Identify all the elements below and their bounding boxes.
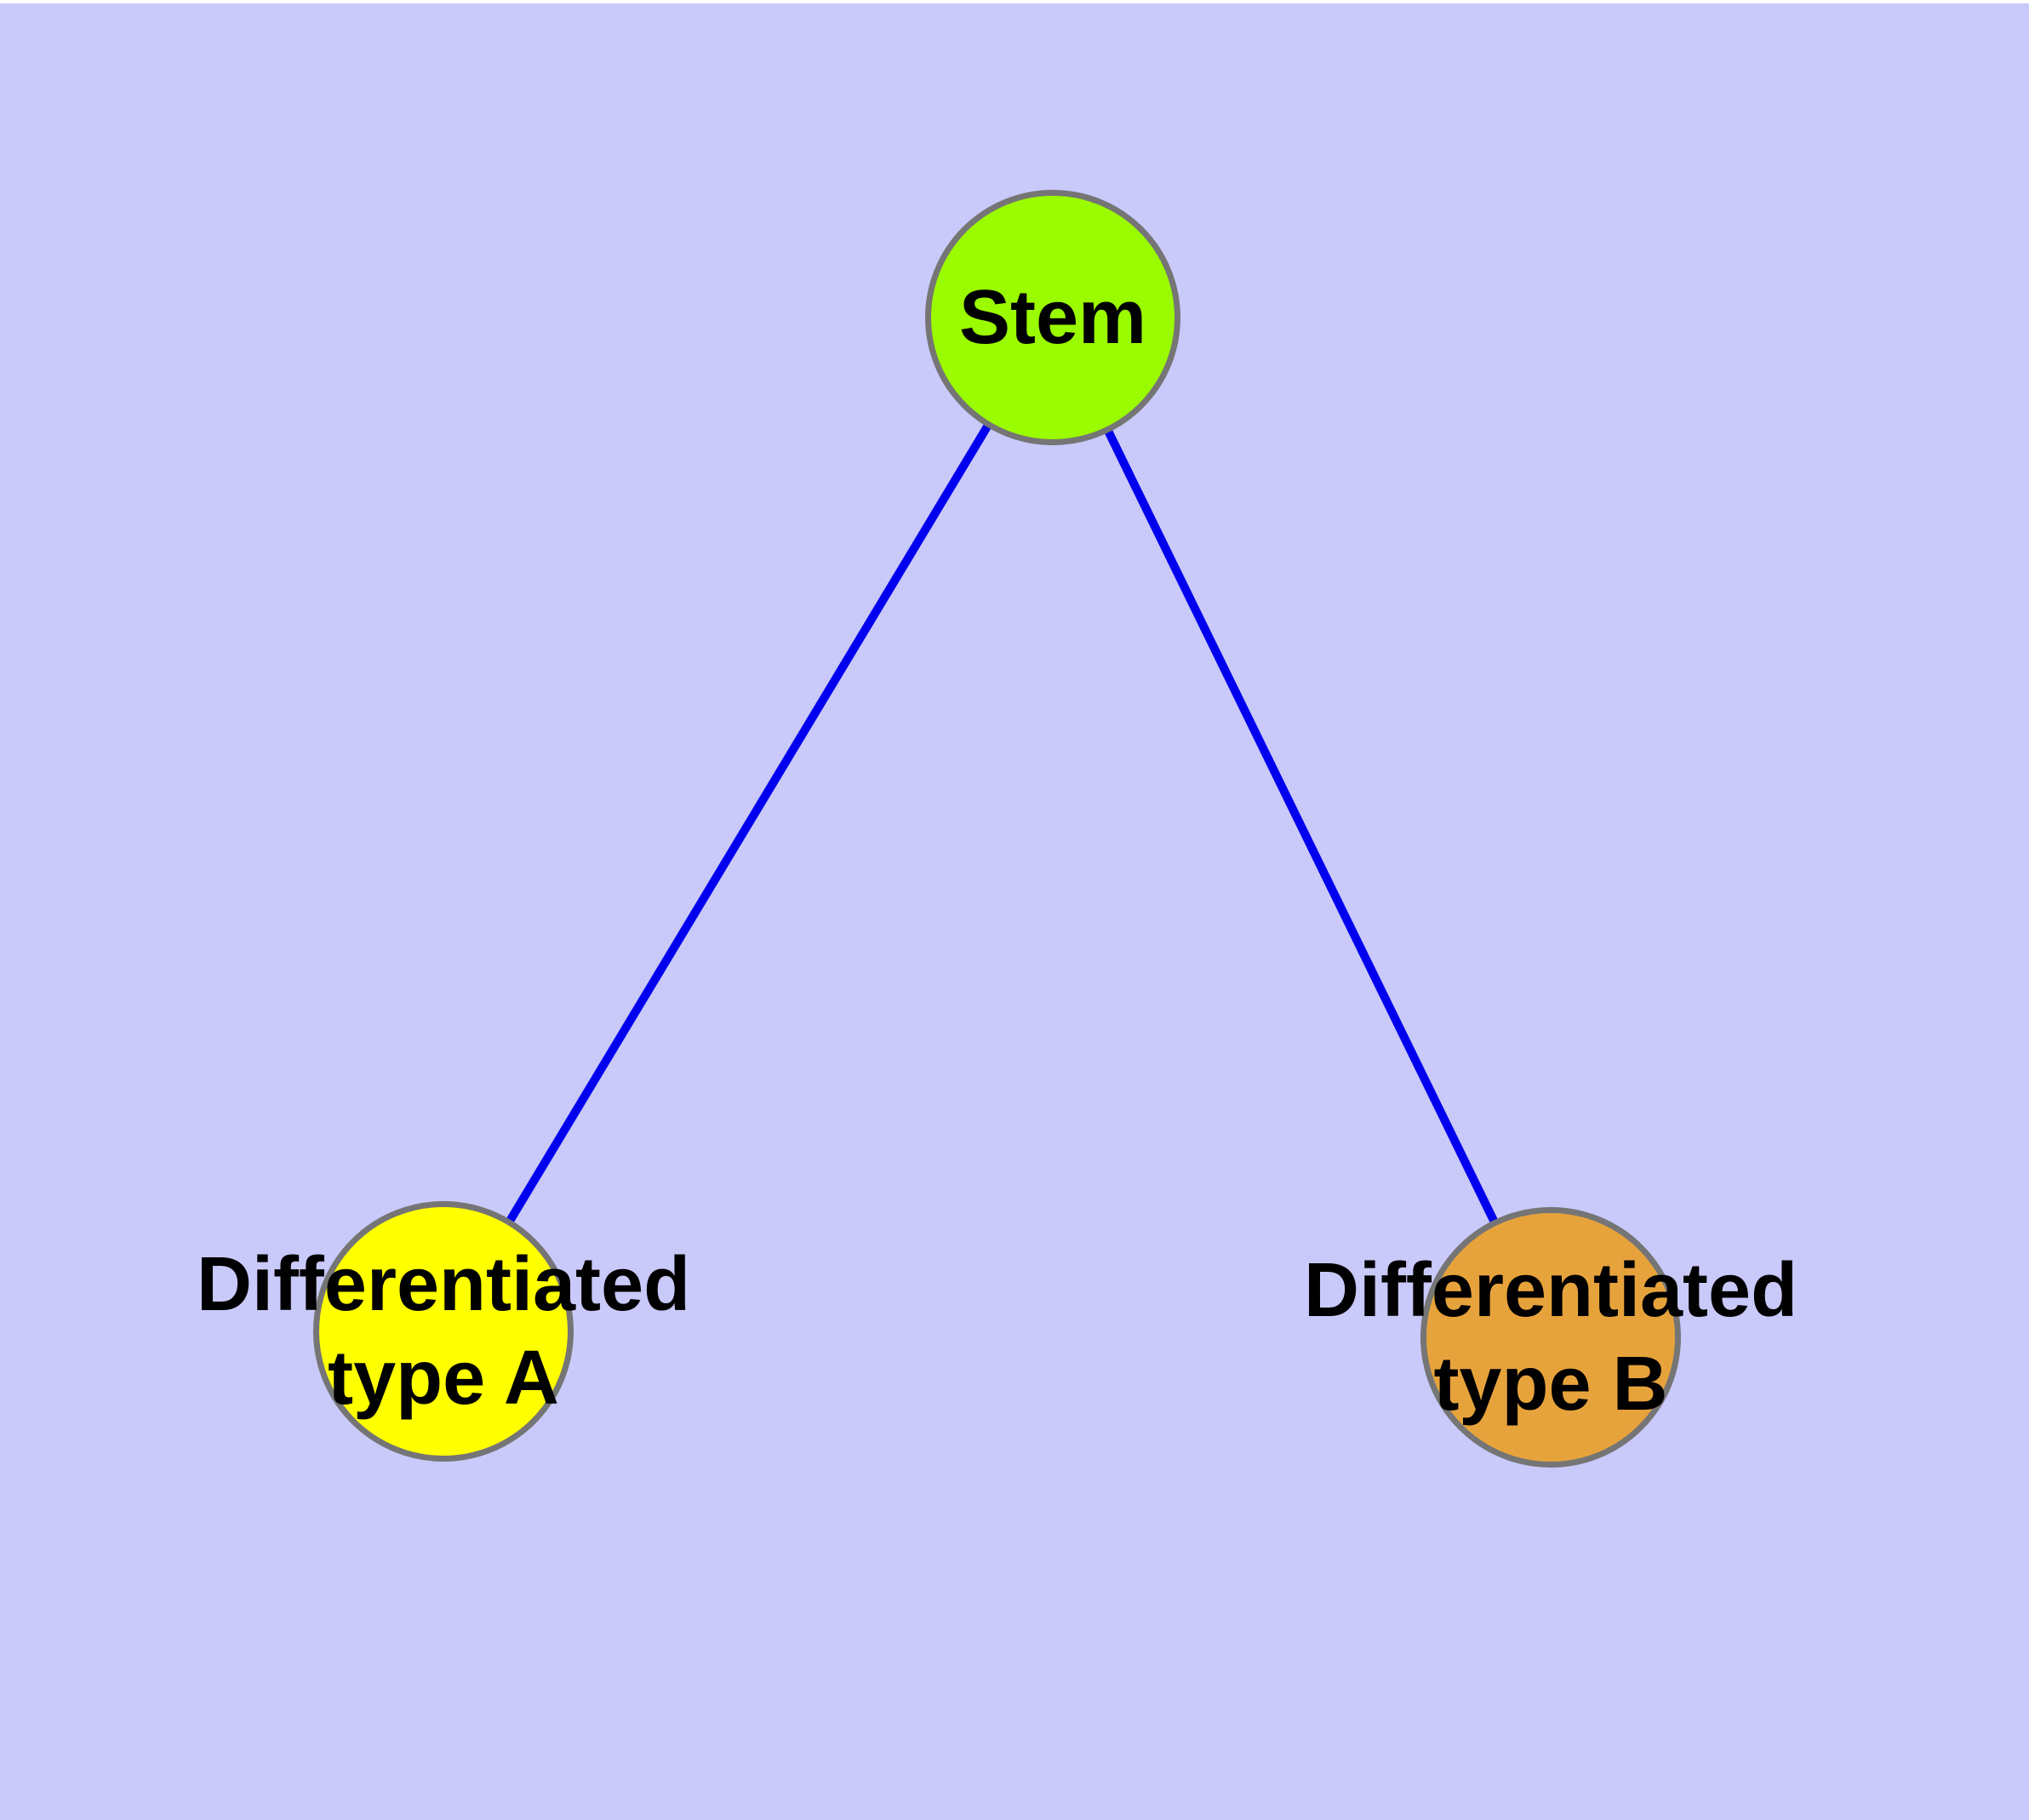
edge-stem-to-type-a bbox=[439, 315, 1057, 1334]
top-edge-strip bbox=[0, 0, 2029, 3]
node-differentiated-type-a-circle bbox=[313, 1201, 574, 1462]
node-differentiated-type-a-label-line1: Differentiated bbox=[196, 1242, 691, 1327]
edge-stem-to-type-b bbox=[1049, 315, 1555, 1340]
node-stem-circle bbox=[925, 190, 1180, 445]
node-differentiated-type-a-label: Differentiated type A bbox=[197, 1238, 690, 1425]
node-differentiated-type-b-circle bbox=[1420, 1207, 1681, 1468]
node-differentiated-type-a-label-line2: type A bbox=[328, 1336, 559, 1421]
node-differentiated-type-b-label-line2: type B bbox=[1433, 1342, 1668, 1427]
node-differentiated-type-b-label-line1: Differentiated bbox=[1303, 1248, 1798, 1333]
node-differentiated-type-b-label: Differentiated type B bbox=[1304, 1244, 1798, 1431]
node-stem-label: Stem bbox=[958, 275, 1147, 360]
